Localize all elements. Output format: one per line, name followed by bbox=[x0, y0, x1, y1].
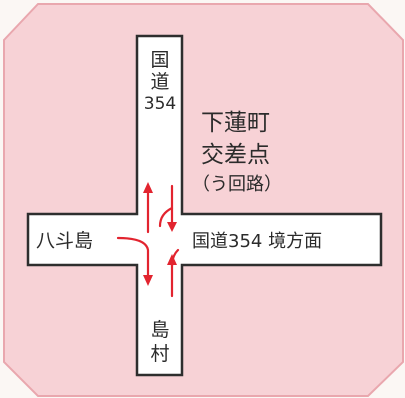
north-road-label-char1: 国 bbox=[150, 49, 169, 71]
south-road-label-char2: 村 bbox=[150, 343, 169, 365]
north-road-label-char2: 道 bbox=[150, 71, 169, 93]
arrow-turn-from-west bbox=[116, 236, 150, 280]
detour-arrows bbox=[116, 182, 180, 298]
west-road-label: 八斗島 bbox=[36, 230, 93, 252]
intersection-name-line1: 下蓮町 bbox=[201, 110, 270, 136]
north-road-label-number: 354 bbox=[144, 94, 176, 114]
east-road-label: 国道354 境方面 bbox=[192, 231, 322, 252]
south-road-label-char1: 島 bbox=[150, 319, 169, 341]
arrow-down-left-head bbox=[143, 275, 153, 286]
road-cross bbox=[26, 34, 383, 377]
arrow-curve-upper bbox=[158, 206, 174, 228]
map-background-panel bbox=[3, 3, 404, 397]
intersection-name-line2: 交差点 bbox=[201, 142, 270, 168]
arrow-up-right-bottom-head bbox=[167, 254, 177, 265]
arrow-up-left-head bbox=[143, 182, 153, 193]
arrow-down-right-top-head bbox=[167, 222, 177, 232]
detour-note: （う回路） bbox=[192, 174, 282, 195]
